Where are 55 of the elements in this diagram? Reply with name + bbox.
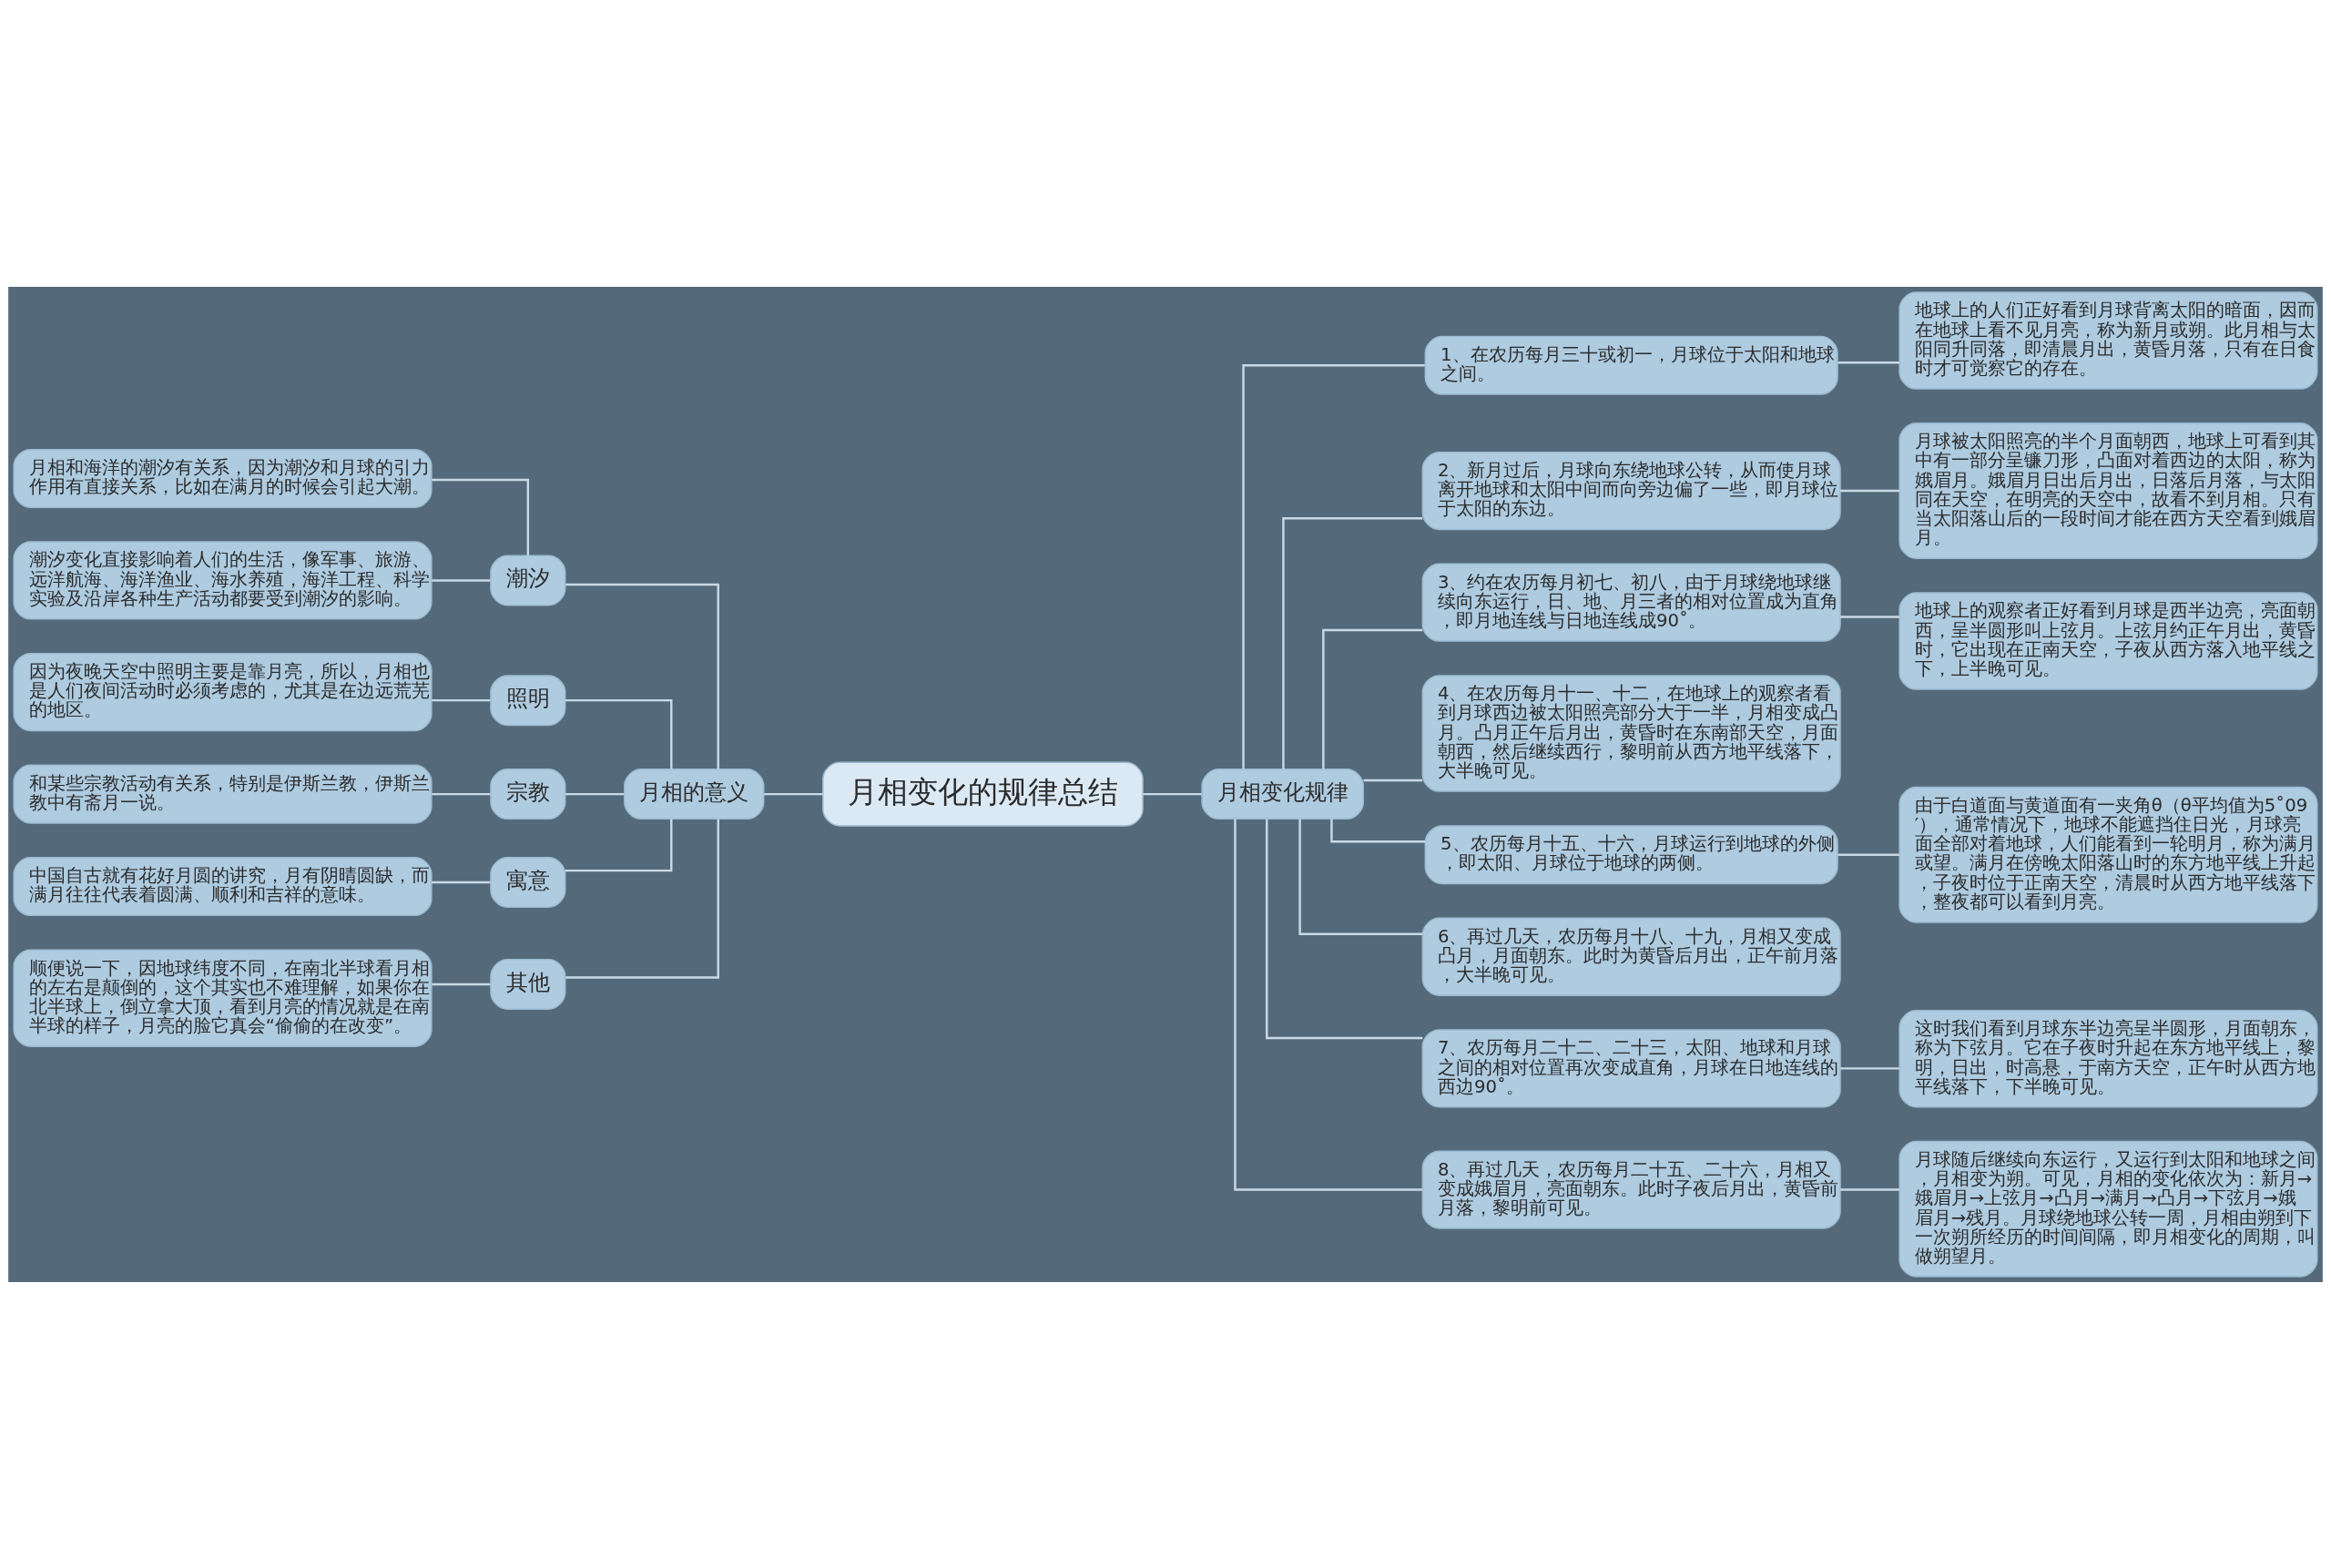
- connector: [432, 792, 491, 795]
- node-box: 月相和海洋的潮汐有关系，因为潮汐和月球的引力作用有直接关系，比如在满月的时候会引起大潮。: [13, 448, 433, 508]
- node-box: 宗教: [490, 768, 566, 820]
- connector: [432, 478, 530, 555]
- node-box: 5、农历每月十五、十六，月球运行到地球的外侧，即太阳、月球位于地球的两侧。: [1424, 824, 1838, 884]
- node-box: 这时我们看到月球东半边亮呈半圆形，月面朝东，称为下弦月。它在子夜时升起在东方地平线上，黎明，日出，时高悬，于南方天空，正午时从西方地平线落下，下半晚可见。: [1898, 1009, 2318, 1107]
- node-box: 4、在农历每月十一、十二，在地球上的观察者看到月球西边被太阳照亮部分大于一半，月相变成凸月。凸月正午后月出，黄昏时在东南部天空，月面朝西，然后继续西行，黎明前从西方地平线落下，大半晚可见。: [1421, 674, 1841, 792]
- node-box: 地球上的人们正好看到月球背离太阳的暗面，因而在地球上看不见月亮，称为新月或朔。此月相与太阳同升同落，即清晨月出，黄昏月落，只有在日食时才可觉察它的存在。: [1898, 290, 2318, 390]
- node-box: 寓意: [490, 856, 566, 908]
- node-box: 中国自古就有花好月圆的讲究，月有阴晴圆缺，而满月往往代表着圆满、顺利和吉祥的意味。: [13, 856, 433, 916]
- node-box: 和某些宗教活动有关系，特别是伊斯兰教，伊斯兰教中有斋月一说。: [13, 764, 433, 824]
- node-box: 潮汐变化直接影响着人们的生活，像军事、旅游、远洋航海、海洋渔业、海水养殖，海洋工程、科学实验及沿岸各种生产活动都要受到潮汐的影响。: [13, 540, 433, 620]
- connector: [565, 698, 673, 769]
- node-box: 2、新月过后，月球向东绕地球公转，从而使月球离开地球和太阳中间而向旁边偏了一些，即月球位于太阳的东边。: [1421, 451, 1841, 530]
- connector: [432, 881, 491, 883]
- node-box: 月相变化规律: [1201, 768, 1364, 820]
- connector: [432, 698, 491, 701]
- node-box: 月相变化的规律总结: [822, 761, 1144, 827]
- connector: [1234, 819, 1422, 1191]
- node-box: 地球上的观察者正好看到月球是西半边亮，亮面朝西，呈半圆形叫上弦月。上弦月约正午月出，黄昏时，它出现在正南天空，子夜从西方落入地平线之下，上半晚可见。: [1898, 591, 2318, 690]
- node-box: 月球被太阳照亮的半个月面朝西，地球上可看到其中有一部分呈镰刀形，凸面对着西边的太阳，称为娥眉月。娥眉月日出后月出，日落后月落，与太阳同在天空，在明亮的天空中，故看不到月相。只有当太阳落山后的一段时间才能在西方天空看到娥眉月。: [1898, 422, 2318, 559]
- node-box: 照明: [490, 674, 566, 726]
- connector: [1242, 363, 1425, 769]
- connector: [764, 792, 823, 795]
- connector: [565, 792, 625, 795]
- node-box: 月球随后继续向东运行，又运行到太阳和地球之间，月相变为朔。可见，月相的变化依次为：新月→娥眉月→上弦月→凸月→满月→凸月→下弦月→娥眉月→残月。月球绕地球公转一周，月相由朔到下一次朔所经历的时间间隔，即月相变化的周期，叫做朔望月。: [1898, 1140, 2318, 1278]
- connector: [1840, 489, 1900, 492]
- connector: [1143, 792, 1202, 795]
- node-box: 顺便说一下，因地球纬度不同，在南北半球看月相的左右是颠倒的，这个其实也不难理解，如果你在北半球上，倒立拿大顶，看到月亮的情况就是在南半球的样子，月亮的脸它真会“偷偷的在改变”。: [13, 948, 433, 1047]
- node-box: 8、再过几天，农历每月二十五、二十六，月相又变成娥眉月，亮面朝东。此时子夜后月出，黄昏前月落，黎明前可见。: [1421, 1149, 1841, 1229]
- connector: [1330, 818, 1426, 843]
- connector: [565, 583, 719, 769]
- node-box: 6、再过几天，农历每月十八、十九，月相又变成凸月，月面朝东。此时为黄昏后月出，正午前月落，大半晚可见。: [1421, 917, 1841, 996]
- node-box: 3、约在农历每月初七、初八，由于月球绕地球继续向东运行，日、地、月三者的相对位置成为直角，即月地连线与日地连线成90˚。: [1421, 563, 1841, 642]
- connector: [1837, 853, 1899, 856]
- connector: [565, 819, 719, 979]
- connector: [1363, 779, 1423, 781]
- connector: [432, 983, 491, 985]
- connector: [1322, 628, 1423, 769]
- connector: [1282, 516, 1423, 769]
- connector: [1298, 819, 1423, 935]
- connector: [1266, 819, 1423, 1039]
- connector: [1840, 615, 1900, 618]
- node-box: 月相的意义: [624, 768, 765, 820]
- node-box: 因为夜晚天空中照明主要是靠月亮，所以，月相也是人们夜间活动时必须考虑的，尤其是在边远荒芜的地区。: [13, 652, 433, 731]
- node-box: 潮汐: [490, 554, 566, 606]
- connector: [1840, 1066, 1900, 1070]
- connector: [1837, 361, 1899, 363]
- node-box: 其他: [490, 958, 566, 1010]
- connector: [565, 819, 673, 871]
- node-box: 由于白道面与黄道面有一夹角θ（θ平均值为5˚09′），通常情况下，地球不能遮挡住日光，月球亮面全部对着地球，人们能看到一轮明月，称为满月或望。满月在傍晚太阳落山时的东方地平线上升起，子夜时位于正南天空，清晨时从西方地平线落下，整夜都可以看到月亮。: [1898, 786, 2318, 923]
- node-box: 1、在农历每月三十或初一，月球位于太阳和地球之间。: [1424, 335, 1838, 395]
- connector: [1840, 1187, 1900, 1191]
- connector: [432, 578, 491, 582]
- node-box: 7、农历每月二十二、二十三，太阳、地球和月球之间的相对位置再次变成直角，月球在日地连线的西边90˚。: [1421, 1028, 1841, 1107]
